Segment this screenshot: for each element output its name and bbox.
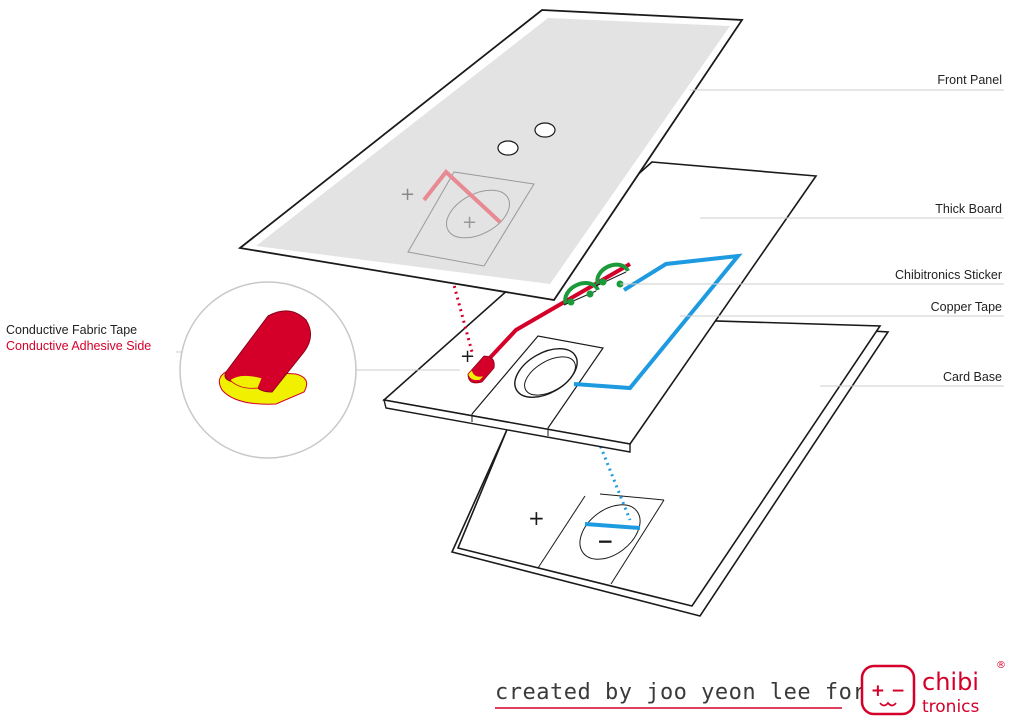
chibi-face-symbols: + − [871,681,905,701]
front-panel-layer: + + [237,9,744,301]
credit-text: created by joo yeon lee for [495,680,866,705]
blue-copper-trace [573,253,743,391]
chibitronics-sticker-2 [595,262,630,288]
brand-name-line1: chibi [922,668,979,696]
front-panel-hole-1 [534,122,556,138]
label-card-base: Card Base [943,370,1002,384]
fabric-tape-callout [179,281,357,459]
label-thick-board: Thick Board [935,202,1002,216]
base-plus-symbol: + [528,506,545,530]
label-conductive-fabric-tape: Conductive Fabric Tape [6,323,137,337]
base-copper-strip [584,522,641,530]
front-panel-hole-2 [497,140,519,156]
card-base-battery-outline [579,504,641,560]
brand-registered-mark: ® [996,660,1006,671]
base-minus-symbol: − [597,529,614,553]
leader-lines [176,89,1004,387]
chibi-face-icon [860,664,916,716]
label-conductive-adhesive-side: Conductive Adhesive Side [6,339,151,353]
label-chibitronics-sticker: Chibitronics Sticker [895,268,1002,282]
brand-name-line2: tronics [922,697,980,717]
chibitronics-sticker-1 [563,281,600,306]
fabric-tape-piece-small [467,355,495,384]
thick-board-layer: + [382,161,818,453]
label-copper-tape: Copper Tape [931,300,1002,314]
board-plus-symbol: + [460,346,475,367]
panel-plus-symbol-center: + [462,212,477,233]
label-front-panel: Front Panel [937,73,1002,87]
chibitronics-logo: + − chibi tronics ® [860,660,1006,717]
panel-plus-symbol-left: + [400,184,415,205]
